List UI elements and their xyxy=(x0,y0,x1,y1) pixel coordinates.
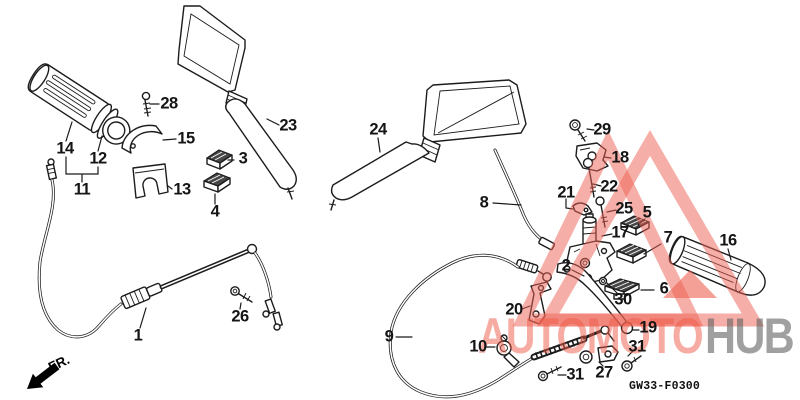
switch-block-3-drawing xyxy=(206,149,233,170)
switch-block-7-drawing xyxy=(616,243,647,264)
watermark-logo: AUTOMOTO HUB xyxy=(478,130,795,364)
bolt-31-right-drawing xyxy=(621,355,642,372)
screw-28-drawing xyxy=(141,91,152,117)
brake-cable-drawing xyxy=(388,253,615,399)
clamp-10-drawing xyxy=(496,334,520,368)
left-mirror-drawing xyxy=(177,5,297,200)
switch-block-6-drawing xyxy=(604,278,640,300)
handle-clamp-drawing xyxy=(121,124,169,199)
right-mirror-drawing xyxy=(328,79,556,251)
bolt-31-left-drawing xyxy=(537,365,562,382)
front-direction-arrow: FR. xyxy=(27,352,72,389)
bolt-29-drawing xyxy=(569,119,588,142)
clamp-27-drawing xyxy=(579,345,619,364)
watermark-brand-accent: AUTOMOTO xyxy=(478,308,702,364)
svg-text:AUTOMOTO HUB: AUTOMOTO HUB xyxy=(478,308,793,364)
front-direction-label: FR. xyxy=(46,352,72,375)
watermark-brand-gray: HUB xyxy=(705,308,793,364)
left-grip-drawing xyxy=(27,63,131,145)
watermark-small-triangle xyxy=(663,270,717,298)
throttle-cable-drawing xyxy=(37,158,283,339)
switch-block-4-drawing xyxy=(203,172,231,193)
drawing-code: GW33-F0300 xyxy=(629,380,700,393)
